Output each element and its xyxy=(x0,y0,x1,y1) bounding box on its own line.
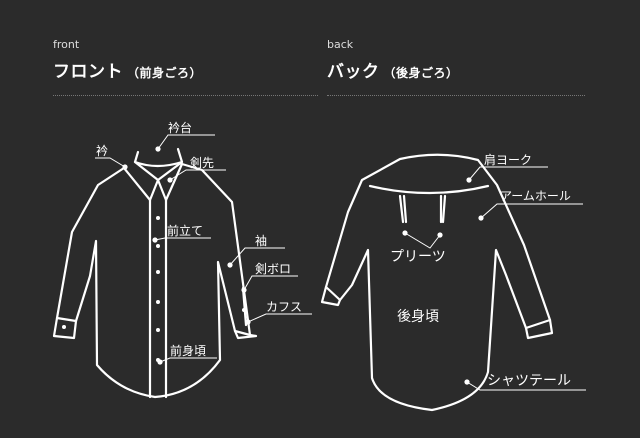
front-title-sub: （前身ごろ） xyxy=(127,66,203,80)
marker-eri xyxy=(122,164,128,170)
back-small-label: back xyxy=(327,38,354,51)
marker-shirttail xyxy=(464,379,470,385)
label-cuffs: カフス xyxy=(266,300,303,314)
leader-lines xyxy=(95,134,586,391)
label-maemigoro: 前身頃 xyxy=(170,344,207,358)
front-small-label: front xyxy=(53,38,80,51)
cuff-button xyxy=(242,308,246,312)
marker-pleats-left xyxy=(402,230,408,236)
front-buttons xyxy=(62,216,246,362)
front-title: フロント （前身ごろ） xyxy=(53,57,202,82)
marker-katayoke xyxy=(466,177,472,183)
label-eridai: 衿台 xyxy=(168,121,193,135)
label-ushiromigoro: 後身頃 xyxy=(397,309,439,325)
button-1 xyxy=(156,216,160,220)
back-divider xyxy=(327,95,585,96)
front-divider xyxy=(53,95,318,96)
label-maetate: 前立て xyxy=(167,224,204,238)
label-shirttail: シャツテール xyxy=(487,373,571,389)
back-title: バック（後身ごろ） xyxy=(327,57,459,82)
marker-maetate xyxy=(152,237,158,243)
back-title-sub: （後身ごろ） xyxy=(383,66,459,80)
button-4 xyxy=(156,300,160,304)
marker-sode xyxy=(227,262,233,268)
marker-eridai xyxy=(155,146,161,152)
marker-kenboro xyxy=(241,287,247,293)
button-5 xyxy=(156,328,160,332)
marker-kensaki xyxy=(167,177,173,183)
label-katayoke: 肩ヨーク xyxy=(484,153,533,167)
front-title-main: フロント xyxy=(53,62,123,82)
label-kensaki: 剣先 xyxy=(190,156,215,170)
cuff-button-left xyxy=(62,325,66,329)
markers xyxy=(122,146,484,385)
back-title-main: バック xyxy=(327,62,380,82)
label-pleats: プリーツ xyxy=(390,249,446,265)
marker-armhole xyxy=(478,215,484,221)
label-kenboro: 剣ボロ xyxy=(255,262,292,276)
button-6 xyxy=(156,358,160,362)
label-armhole: アームホール xyxy=(500,189,571,203)
button-3 xyxy=(156,270,160,274)
front-shirt-outline xyxy=(52,147,258,399)
label-eri: 衿 xyxy=(96,144,109,158)
label-sode: 袖 xyxy=(255,234,268,248)
button-2 xyxy=(156,244,160,248)
back-shirt-outline xyxy=(320,153,554,412)
marker-cuffs xyxy=(245,319,251,325)
marker-pleats-right xyxy=(437,232,443,238)
